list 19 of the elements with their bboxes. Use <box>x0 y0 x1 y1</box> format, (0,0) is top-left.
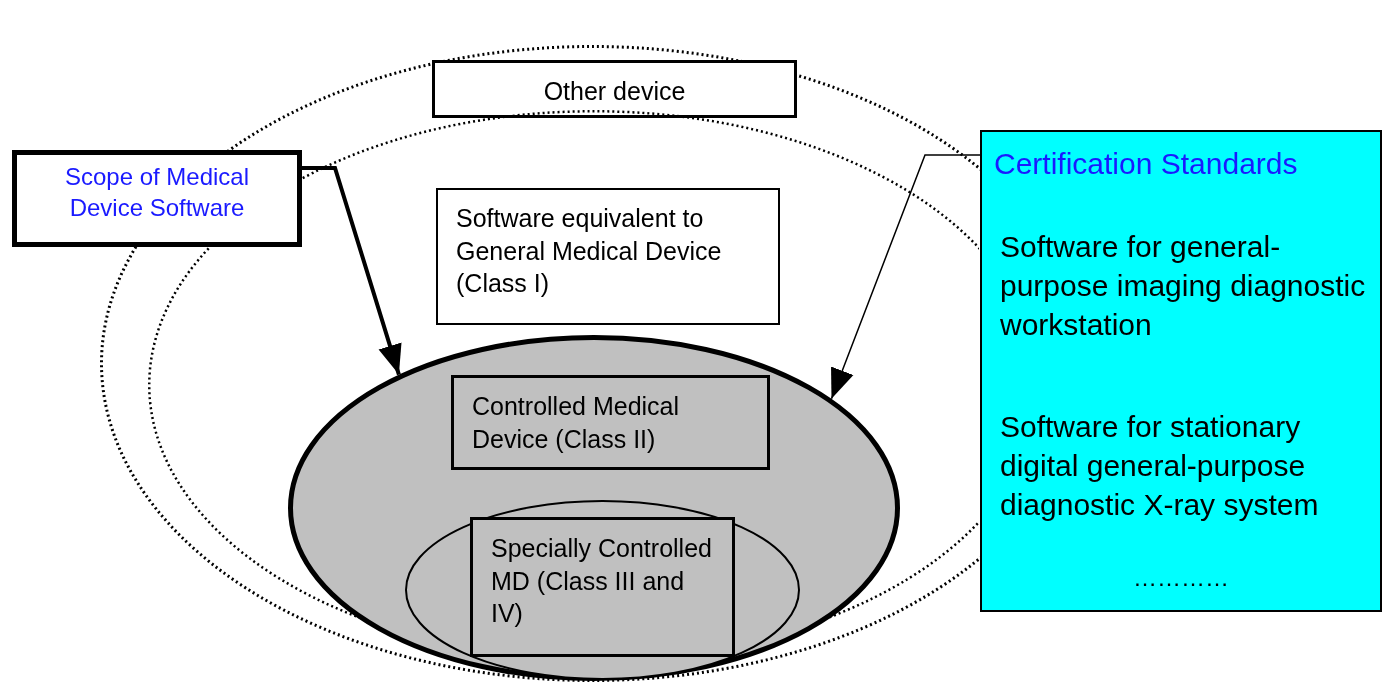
arrow <box>830 154 981 400</box>
info-box <box>980 130 1382 612</box>
shaded-ellipse <box>288 335 900 681</box>
box-label: Scope of Medical Device Software <box>63 162 251 224</box>
callout-box <box>12 150 302 247</box>
box-label: Software equivalent to General Medical Device (Class I) <box>456 203 723 299</box>
text-box <box>432 60 797 118</box>
box-label: Other device <box>542 76 687 107</box>
list-item: Software for stationary digital general-purpose diagnostic X-ray system <box>1000 409 1320 523</box>
text-box <box>436 188 780 325</box>
box-label: Controlled Medical Device (Class II) <box>472 391 681 455</box>
box-label: Specially Controlled MD (Class III and IV) <box>491 533 713 629</box>
ellipsis-text: ………… <box>1132 563 1230 593</box>
inner-ellipse <box>405 500 800 680</box>
text-box <box>470 517 735 657</box>
arrow <box>302 166 402 376</box>
text-box <box>451 375 770 470</box>
box-heading: Certification Standards <box>994 146 1299 182</box>
list-item: Software for general-purpose imaging diagnostic workstation <box>1000 229 1367 343</box>
